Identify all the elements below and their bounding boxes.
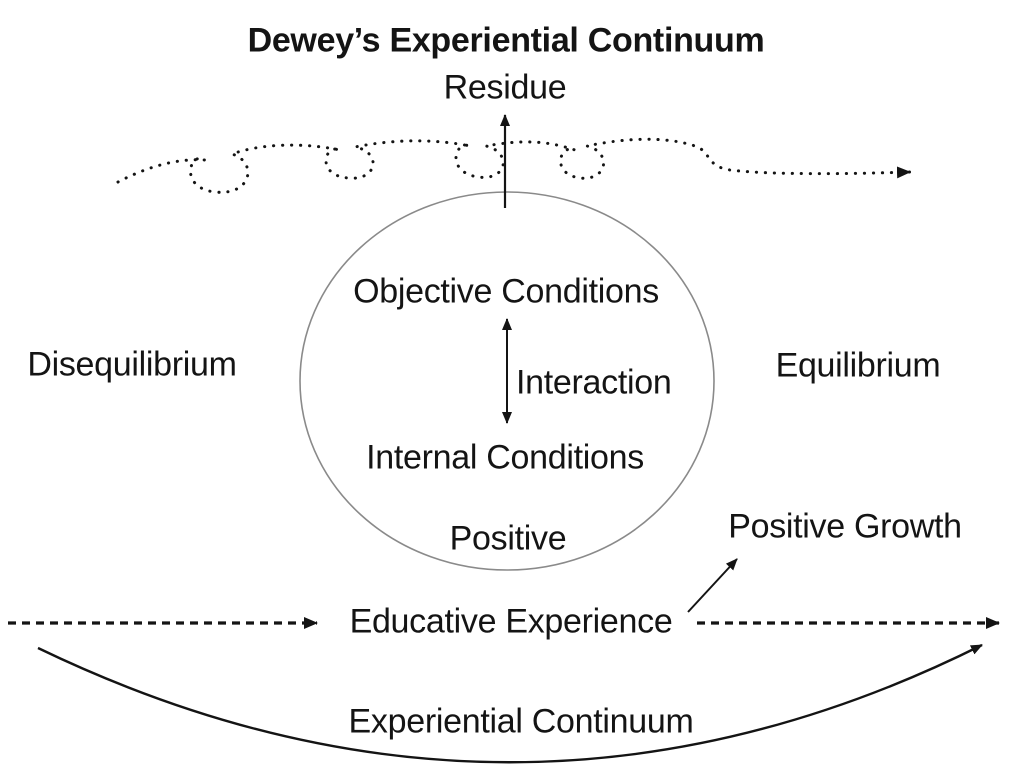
experience-circle [299,191,715,571]
residue-label: Residue [443,68,567,107]
diagram-title: Dewey’s Experiential Continuum [247,21,765,60]
equilibrium-label: Equilibrium [775,346,941,385]
disequilibrium-label: Disequilibrium [27,345,237,384]
educative-experience-label: Educative Experience [349,602,673,641]
positive-growth-label: Positive Growth [728,507,962,546]
internal-conditions-label: Internal Conditions [366,438,644,477]
residue-dotted-wave-arrow [116,137,912,194]
interaction-label: Interaction [516,363,672,402]
experiential-continuum-arc [37,643,983,764]
positive-label: Positive [449,519,567,558]
objective-conditions-label: Objective Conditions [353,272,659,311]
positive-growth-arrow [687,558,738,613]
experiential-continuum-label: Experiential Continuum [348,702,694,741]
